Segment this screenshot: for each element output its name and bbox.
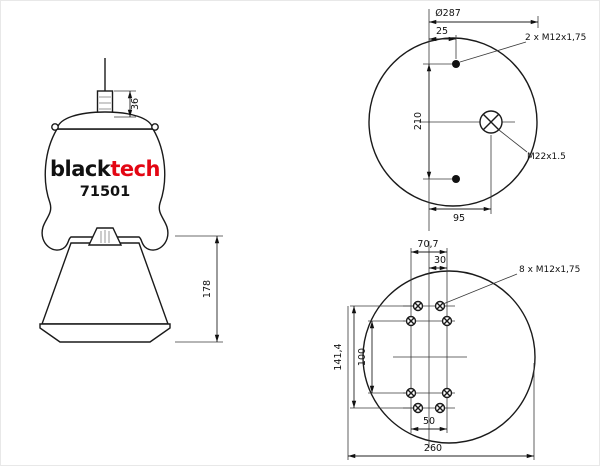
bolt-hole-dot-bottom [452, 175, 460, 183]
top-view: Ø287 25 2 x M12x1,75 210 M22x1.5 [368, 8, 586, 231]
dim-36-label: 36 [130, 98, 141, 110]
bottom-view: 8 x M12x1,75 70,7 30 141,4 100 [333, 239, 580, 460]
threaded-hole-icon [405, 387, 417, 399]
bolt-label: 8 x M12x1,75 [519, 265, 580, 275]
dimension-210: 210 [413, 63, 452, 180]
dim-95-label: 95 [453, 213, 465, 224]
bolt-hole-dot-top [452, 60, 460, 68]
bead-plate [51, 111, 159, 131]
bolt-pattern-grid [403, 248, 455, 415]
side-view: blacktech 71501 36 178 [39, 58, 223, 343]
dim-178-label: 178 [202, 280, 213, 298]
dimension-178: 178 [175, 235, 223, 343]
brand-logo: blacktech [50, 157, 160, 181]
dimension-141-4: 141,4 [333, 305, 413, 409]
dim-260-label: 260 [424, 443, 442, 454]
dimension-95: 95 [429, 135, 492, 224]
threaded-hole-icon [434, 402, 446, 414]
threaded-hole-icon [412, 402, 424, 414]
thread-label: M22x1.5 [527, 152, 566, 162]
dimension-30: 30 [429, 255, 447, 271]
threaded-hole-icon [412, 300, 424, 312]
dim-70-7-label: 70,7 [417, 239, 438, 250]
dim-30-label: 30 [434, 255, 446, 266]
threaded-hole-icon [434, 300, 446, 312]
brand-logo-black: black [50, 157, 112, 181]
base-plate [39, 323, 171, 343]
bolt-label: 2 x M12x1,75 [525, 33, 586, 43]
crimp-ring-right [151, 123, 159, 131]
dimension-70-7: 70,7 [411, 239, 447, 255]
thread-leader-line [498, 129, 528, 153]
dim-100-label: 100 [357, 348, 368, 366]
dimension-50: 50 [410, 415, 448, 433]
piston [41, 242, 169, 325]
dimension-100: 100 [357, 320, 405, 394]
dim-diameter-label: Ø287 [435, 8, 461, 19]
base-plate-outline [362, 270, 536, 444]
bumper [87, 227, 123, 246]
crimp-ring-left [51, 123, 59, 131]
dim-210-label: 210 [413, 112, 424, 130]
threaded-hole-icon [441, 315, 453, 327]
bolt-leader-line [442, 273, 518, 305]
bellows [41, 128, 169, 251]
brand-logo-tech: tech [110, 157, 160, 181]
dim-25-label: 25 [436, 26, 448, 37]
bolt-leader-line [459, 41, 527, 63]
dim-50-label: 50 [423, 416, 435, 427]
threaded-hole-icon [441, 387, 453, 399]
part-number: 71501 [80, 184, 130, 200]
dimension-25: 25 [429, 26, 457, 59]
threaded-hole-icon [405, 315, 417, 327]
dimension-260: 260 [347, 306, 535, 460]
dimension-36: 36 [114, 90, 141, 118]
dim-141-4-label: 141,4 [333, 343, 344, 370]
threaded-hole-icon [479, 110, 503, 134]
dimension-diameter: Ø287 [429, 8, 539, 28]
